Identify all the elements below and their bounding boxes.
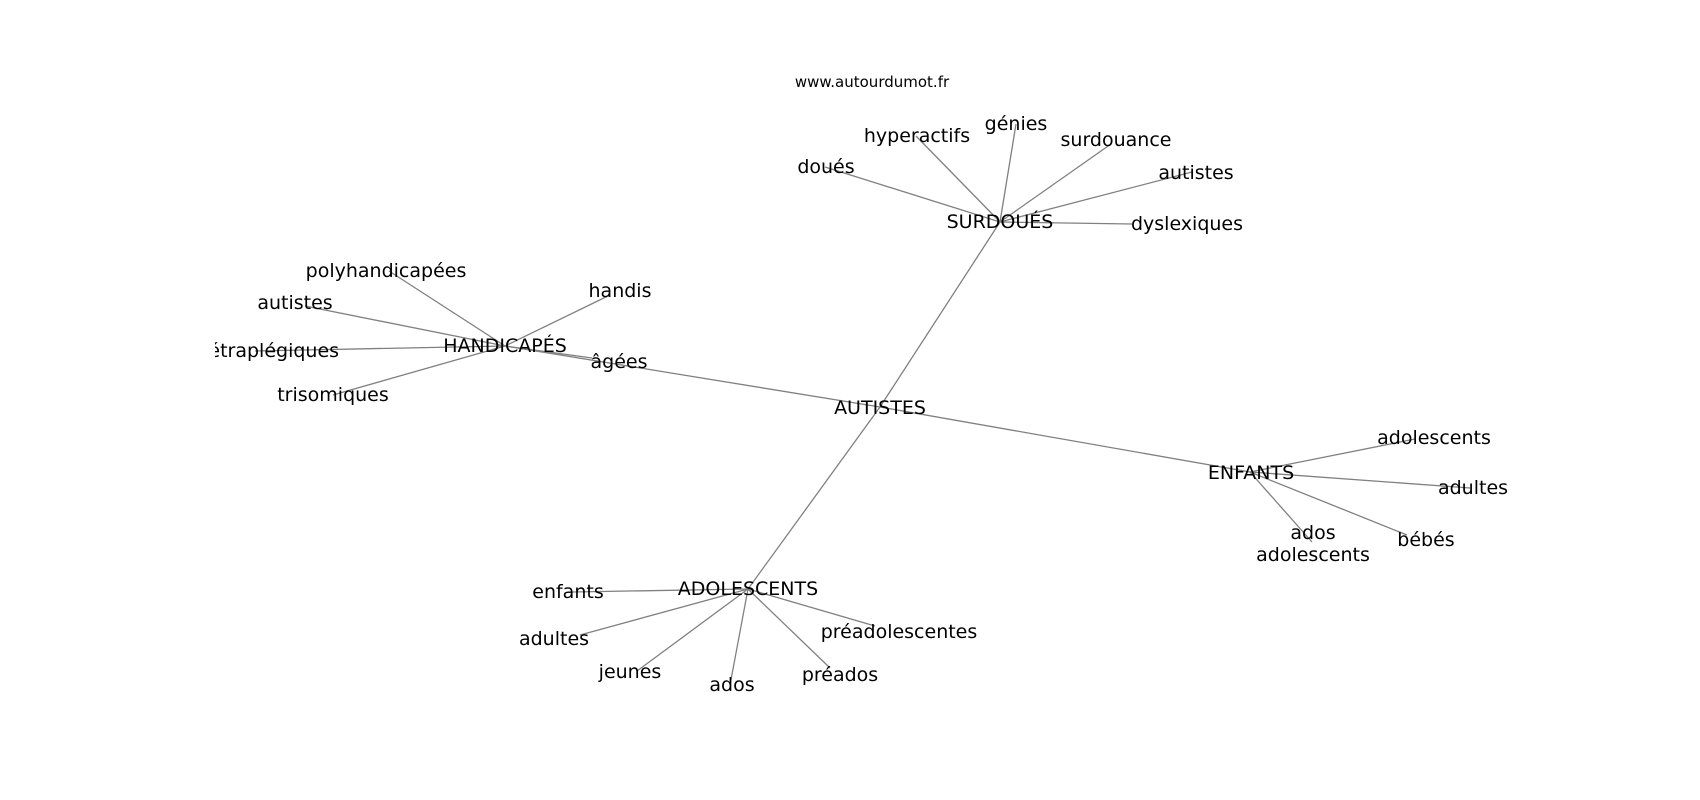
node-handis[interactable]: handis (589, 280, 652, 302)
edge-handicapes-tetraplegiques (254, 345, 506, 352)
node-labels: AUTISTES SURDOUÉS doués hyperactifs géni… (201, 113, 1508, 696)
node-center-autistes[interactable]: AUTISTES (834, 397, 926, 419)
edge-adolescents-preados (747, 588, 831, 669)
edge-enfants-ados-adolescents (1249, 471, 1313, 543)
node-polyhandicapees[interactable]: polyhandicapées (306, 260, 467, 282)
node-hyperactifs[interactable]: hyperactifs (864, 125, 970, 147)
edge-surdoues-dyslexiques (999, 221, 1133, 225)
edge-adolescents-adultes (579, 588, 749, 636)
edge-center-handicapes (504, 345, 881, 408)
node-surdouance[interactable]: surdouance (1061, 129, 1172, 151)
edge-handicapes-handis (504, 294, 611, 347)
source-watermark[interactable]: www.autourdumot.fr (795, 73, 950, 91)
node-tetraplegiques[interactable]: tétraplégiques (201, 340, 339, 362)
node-hub-handicapes[interactable]: HANDICAPÉS (443, 334, 567, 357)
node-autistes-surdoues[interactable]: autistes (1158, 162, 1233, 184)
node-doues[interactable]: doués (797, 156, 854, 178)
node-hub-enfants[interactable]: ENFANTS (1208, 462, 1294, 484)
edge-enfants-bebes (1249, 471, 1408, 536)
edge-enfants-adultes (1249, 471, 1471, 489)
node-preadolescentes[interactable]: préadolescentes (821, 621, 978, 643)
edge-surdoues-doues (824, 166, 1001, 223)
node-adultes-enfants[interactable]: adultes (1438, 477, 1508, 499)
edge-handicapes-polyhandicapees (388, 270, 506, 347)
edges (254, 123, 1471, 686)
edge-adolescents-ados (729, 588, 749, 686)
node-bebes[interactable]: bébés (1397, 529, 1454, 551)
edge-handicapes-agees (504, 345, 593, 359)
edge-handicapes-trisomiques (332, 345, 506, 396)
node-ados[interactable]: ados (709, 674, 754, 696)
node-adultes-adolescents[interactable]: adultes (519, 628, 589, 650)
node-hub-adolescents[interactable]: ADOLESCENTS (678, 578, 818, 600)
node-dyslexiques[interactable]: dyslexiques (1131, 213, 1243, 235)
edge-adolescents-enfants (571, 588, 749, 593)
node-genies[interactable]: génies (985, 113, 1048, 135)
node-hub-surdoues[interactable]: SURDOUÉS (947, 210, 1054, 233)
edge-center-surdoues (879, 221, 1001, 408)
node-agees[interactable]: âgées (591, 351, 648, 373)
edge-adolescents-preadolescentes (747, 588, 876, 627)
edge-adolescents-jeunes (636, 588, 749, 672)
edge-surdoues-genies (999, 123, 1017, 223)
node-autistes-handicapes[interactable]: autistes (257, 292, 332, 314)
edge-center-adolescents (747, 406, 881, 590)
edge-enfants-adolescents (1249, 438, 1416, 473)
node-adolescents-enfants[interactable]: adolescents (1377, 427, 1491, 449)
node-enfants-adolescents[interactable]: enfants (532, 581, 603, 603)
edge-surdoues-surdouance (999, 143, 1112, 223)
node-preados[interactable]: préados (802, 664, 878, 686)
edge-surdoues-autistes (999, 171, 1193, 223)
edge-handicapes-autistes (304, 305, 506, 347)
edge-surdoues-hyperactifs (915, 135, 1001, 223)
edge-center-enfants (879, 406, 1251, 473)
node-trisomiques[interactable]: trisomiques (277, 384, 389, 406)
node-jeunes[interactable]: jeunes (598, 661, 662, 683)
